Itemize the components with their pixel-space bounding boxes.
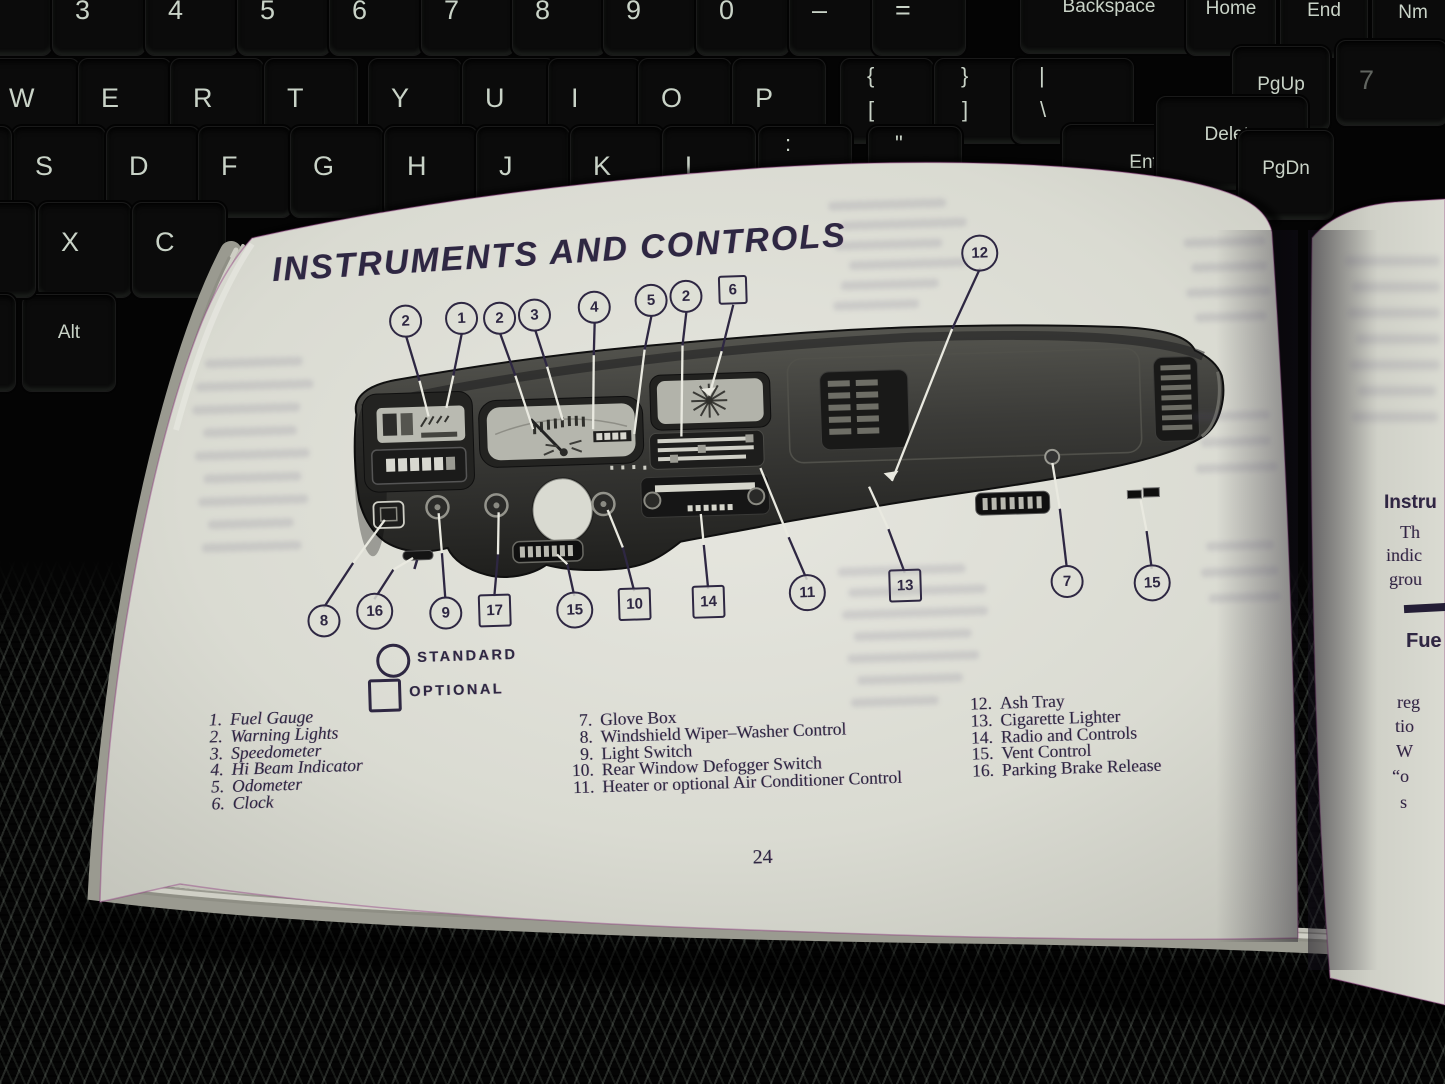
right-page-fragment: tio	[1395, 716, 1415, 736]
right-page-fragment: “o	[1392, 766, 1409, 786]
right-page-fragment: grou	[1389, 569, 1422, 589]
right-page-fragment: W	[1396, 741, 1413, 761]
gutter-shade-right	[1308, 230, 1378, 970]
keyboard-key-backspace: Backspace	[1020, 0, 1198, 54]
right-page-fragment: Fue	[1406, 630, 1442, 652]
keyboard-key-3: 3	[52, 0, 146, 56]
keyboard-key-–: –	[789, 0, 883, 56]
keyboard-key-2: 2	[0, 0, 52, 56]
keyboard-key	[0, 294, 16, 392]
keyboard-key-7: 7	[1336, 40, 1445, 126]
right-page-fragment: indic	[1386, 545, 1422, 565]
page-curl-highlight	[173, 242, 255, 431]
right-page-section-rule	[1403, 602, 1445, 614]
keyboard-key-alt: Alt	[22, 294, 116, 392]
keyboard-key-8: 8	[512, 0, 606, 56]
keyboard-key-=: =	[872, 0, 966, 56]
keyboard-key-4: 4	[145, 0, 239, 56]
keyboard-key-6: 6	[329, 0, 423, 56]
showthrough-line	[1352, 412, 1438, 422]
right-page-fragment: s	[1400, 792, 1408, 812]
showthrough-line	[1352, 282, 1440, 292]
showthrough-line	[1356, 334, 1440, 344]
keyboard-key-5: 5	[237, 0, 331, 56]
showthrough-line	[1345, 256, 1440, 266]
keyboard-key-g: G	[290, 126, 384, 218]
right-page-fragment: Th	[1400, 522, 1420, 542]
keyboard-key-7: 7	[421, 0, 515, 56]
gutter-shade-left	[1216, 230, 1298, 942]
showthrough-line	[1358, 386, 1436, 396]
showthrough-line	[1348, 308, 1440, 318]
keyboard-key	[0, 202, 36, 298]
right-page-fragment: reg	[1397, 692, 1420, 712]
book-shadow	[60, 900, 1445, 1035]
keyboard-key-h: H	[384, 126, 478, 218]
right-page-fragment: Instru	[1384, 492, 1437, 513]
keyboard-key-9: 9	[603, 0, 697, 56]
showthrough-line	[1350, 360, 1440, 370]
